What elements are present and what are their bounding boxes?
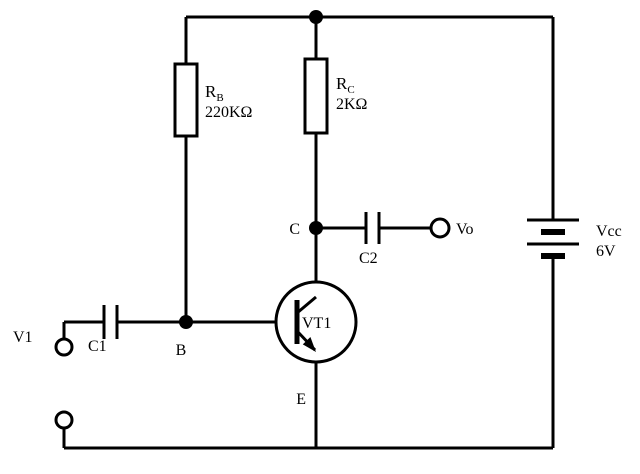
transistor-vt1: VT1 xyxy=(274,280,358,364)
resistor-rb-value: 220KΩ xyxy=(205,104,253,121)
junction-dot-base xyxy=(179,315,193,329)
capacitor-c1 xyxy=(102,305,119,339)
capacitor-c2 xyxy=(364,212,381,244)
terminal-input-label: V1 xyxy=(13,329,33,346)
terminal-input-icon xyxy=(54,337,74,357)
node-label-emitter: E xyxy=(296,391,306,408)
resistor-rb-body xyxy=(173,62,199,138)
terminal-output-label: Vo xyxy=(456,221,474,238)
resistor-rc-label: RC xyxy=(336,74,355,96)
junction-dot-top xyxy=(309,10,323,24)
transistor-label: VT1 xyxy=(302,315,331,332)
battery-vcc: Vcc 6V xyxy=(527,218,622,260)
transistor-collector-lead xyxy=(296,295,317,315)
wires xyxy=(62,15,555,450)
capacitor-c1-label: C1 xyxy=(88,338,107,355)
battery-value: 6V xyxy=(596,243,616,260)
capacitor-c2-label: C2 xyxy=(359,250,378,267)
terminal-output-icon xyxy=(429,217,451,239)
node-label-collector: C xyxy=(289,221,300,238)
resistor-rc-body xyxy=(303,57,329,135)
battery-label: Vcc xyxy=(596,223,622,240)
resistor-rc-value: 2KΩ xyxy=(336,96,368,113)
resistor-rb-label: RB xyxy=(205,82,224,104)
junction-dot-collector xyxy=(309,221,323,235)
node-label-base: B xyxy=(176,342,187,359)
terminal-ground-icon xyxy=(54,410,74,430)
transistor-emitter-arrow-icon xyxy=(302,337,316,352)
